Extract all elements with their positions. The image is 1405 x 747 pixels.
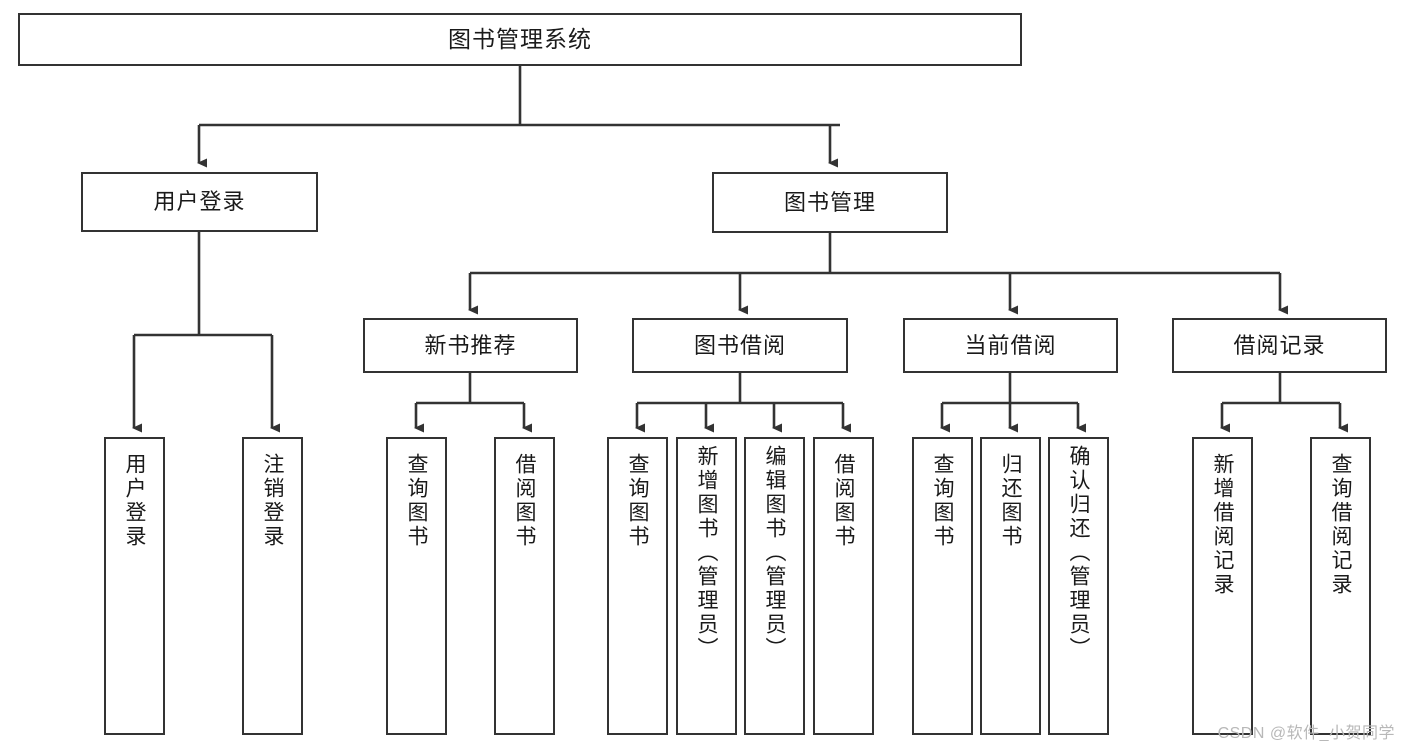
leaf-new-book-query[interactable]: 查询图书 (386, 437, 447, 735)
leaf-book-borrow-borrow[interactable]: 借阅图书 (813, 437, 874, 735)
node-root-system[interactable]: 图书管理系统 (18, 13, 1022, 66)
leaf-book-borrow-query[interactable]: 查询图书 (607, 437, 668, 735)
leaf-current-borrow-query[interactable]: 查询图书 (912, 437, 973, 735)
watermark: CSDN @软件_小贺同学 (1217, 725, 1395, 742)
node-label: 编辑图书（管理员） (763, 445, 786, 661)
node-book-borrow[interactable]: 图书借阅 (632, 318, 848, 373)
node-label: 图书管理 (783, 189, 876, 215)
node-label: 确认归还（管理员） (1067, 445, 1090, 661)
node-borrow-record[interactable]: 借阅记录 (1172, 318, 1387, 373)
node-current-borrow[interactable]: 当前借阅 (903, 318, 1118, 373)
node-label: 新书推荐 (424, 332, 517, 358)
node-label: 查询借阅记录 (1329, 453, 1352, 597)
leaf-book-borrow-edit[interactable]: 编辑图书（管理员） (744, 437, 805, 735)
node-label: 用户登录 (123, 453, 146, 549)
leaf-user-login-logout[interactable]: 注销登录 (242, 437, 303, 735)
node-label: 借阅图书 (513, 453, 536, 549)
leaf-current-borrow-confirm-return[interactable]: 确认归还（管理员） (1048, 437, 1109, 735)
node-label: 借阅图书 (832, 453, 855, 549)
node-label: 新增图书（管理员） (695, 445, 718, 661)
leaf-current-borrow-return[interactable]: 归还图书 (980, 437, 1041, 735)
node-label: 图书管理系统 (448, 26, 592, 52)
leaf-borrow-record-add[interactable]: 新增借阅记录 (1192, 437, 1253, 735)
node-label: 注销登录 (261, 453, 284, 549)
node-label: 查询图书 (931, 453, 954, 549)
node-label: 用户登录 (153, 189, 246, 214)
node-label: 归还图书 (999, 453, 1022, 549)
node-label: 借阅记录 (1233, 332, 1326, 358)
node-book-management[interactable]: 图书管理 (712, 172, 948, 233)
node-label: 查询图书 (626, 453, 649, 549)
node-label: 查询图书 (405, 453, 428, 549)
leaf-book-borrow-add[interactable]: 新增图书（管理员） (676, 437, 737, 735)
node-label: 新增借阅记录 (1211, 453, 1234, 597)
leaf-borrow-record-query[interactable]: 查询借阅记录 (1310, 437, 1371, 735)
node-label: 图书借阅 (693, 332, 786, 358)
leaf-new-book-borrow[interactable]: 借阅图书 (494, 437, 555, 735)
node-new-book-recommend[interactable]: 新书推荐 (363, 318, 578, 373)
node-user-login[interactable]: 用户登录 (81, 172, 318, 232)
leaf-user-login-login[interactable]: 用户登录 (104, 437, 165, 735)
node-label: 当前借阅 (964, 332, 1057, 358)
